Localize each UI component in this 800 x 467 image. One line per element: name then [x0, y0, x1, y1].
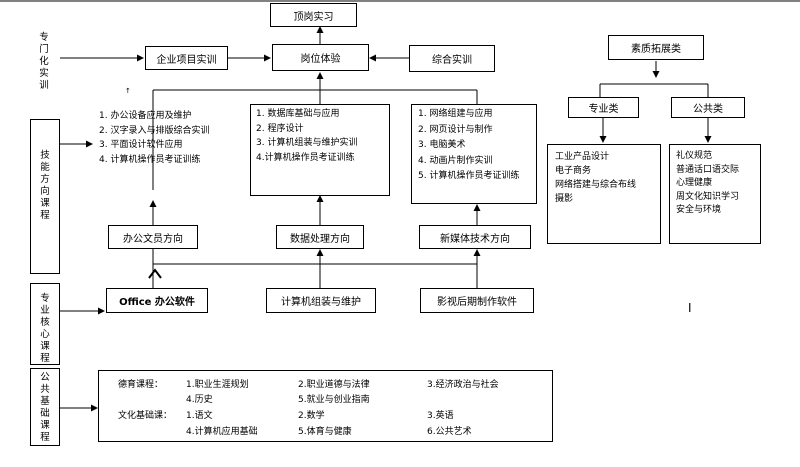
list-item: 1. 数据库基础与应用	[256, 109, 340, 119]
list-item: 工业产品设计	[555, 152, 610, 162]
office-clerk-direction-box: 办公文员方向	[108, 225, 198, 249]
list-item: 安全与环境	[676, 205, 722, 215]
course-item: 3.经济政治与社会	[427, 380, 499, 390]
list-item: 礼仪规范	[676, 151, 713, 161]
list-item: 2. 汉字录入与排版综合实训	[99, 125, 210, 136]
list-item: 5. 计算机操作员考证训练	[418, 171, 520, 181]
list-item: 周文化知识学习	[676, 191, 740, 202]
media-skill-list: 1. 网络组建与应用 2. 网页设计与制作 3. 电脑美术 4. 动画片制作实训…	[418, 107, 519, 185]
computer-assembly-box: 计算机组装与维护	[266, 288, 376, 313]
data-skill-list: 1. 数据库基础与应用 2. 程序设计 3. 计算机组装与维护实训 4.计算机操…	[256, 107, 357, 165]
course-item: 4.计算机应用基础	[186, 427, 258, 437]
comprehensive-training-box: 综合实训	[409, 45, 495, 72]
post-internship-box: 顶岗实习	[270, 3, 357, 27]
list-item: 1. 网络组建与应用	[418, 109, 493, 119]
quality-expansion-box: 素质拓展类	[608, 35, 704, 60]
job-experience-box: 岗位体验	[272, 44, 369, 71]
data-processing-direction-box: 数据处理方向	[276, 225, 364, 249]
course-item: 2.数学	[298, 411, 325, 421]
professional-category-box: 专业类	[568, 97, 639, 118]
label-public-base-courses: 公共基础课程	[40, 372, 50, 443]
public-category-box: 公共类	[671, 97, 745, 118]
course-item: 5.就业与创业指南	[298, 395, 370, 405]
list-item: 2. 网页设计与制作	[418, 124, 493, 135]
label-professional-core-courses: 专业核心课程	[40, 293, 50, 364]
list-item: 4.计算机操作员考证训练	[256, 152, 355, 163]
course-item: 2.职业道德与法律	[298, 380, 370, 390]
list-item: 2. 程序设计	[256, 123, 304, 134]
new-media-direction-box: 新媒体技术方向	[419, 225, 531, 249]
list-item: 心理健康	[676, 178, 713, 188]
list-item: 4. 计算机操作员考证训练	[99, 154, 201, 165]
enterprise-project-training-box: 企业项目实训	[145, 46, 228, 70]
course-item: 5.体育与健康	[298, 427, 352, 437]
moral-courses-label: 德育课程：	[118, 380, 164, 390]
data-skill-box	[250, 104, 390, 196]
video-post-production-box: 影视后期制作软件	[420, 288, 534, 313]
skill-direction-label-box	[30, 119, 60, 274]
tiny-up-arrow-icon: ↑	[125, 87, 131, 95]
public-items-list: 礼仪规范 普通话口语交际 心理健康 周文化知识学习 安全与环境	[676, 150, 739, 218]
public-items-box	[669, 144, 761, 244]
list-item: 3. 计算机组装与维护实训	[256, 138, 358, 148]
media-skill-box	[411, 104, 537, 204]
label-specialized-training: 专门化实训	[39, 32, 49, 91]
office-skill-list: 1. 办公设备应用及维护 2. 汉字录入与排版综合实训 3. 平面设计软件应用 …	[99, 109, 209, 167]
list-item: 3. 电脑美术	[418, 140, 466, 150]
culture-courses-label: 文化基础课：	[118, 411, 173, 421]
text-cursor-icon: I	[688, 301, 692, 315]
course-item: 3.英语	[427, 411, 454, 421]
label-skill-direction-courses: 技能方向课程	[40, 150, 50, 221]
list-item: 3. 平面设计软件应用	[99, 140, 183, 150]
list-item: 4. 动画片制作实训	[418, 155, 493, 166]
course-item: 1.语文	[186, 411, 213, 421]
public-label-box	[30, 368, 60, 446]
list-item: 1. 办公设备应用及维护	[99, 111, 192, 121]
list-item: 摄影	[555, 194, 574, 204]
office-software-box: Office 办公软件	[106, 288, 208, 313]
professional-items-list: 工业产品设计 电子商务 网络搭建与综合布线 摄影	[555, 150, 636, 206]
list-item: 电子商务	[555, 166, 592, 176]
list-item: 普通话口语交际	[676, 164, 740, 175]
public-courses-box	[98, 370, 553, 442]
course-item: 6.公共艺术	[427, 427, 472, 437]
professional-items-box	[547, 144, 661, 244]
core-label-box	[30, 283, 60, 365]
course-item: 1.职业生涯规划	[186, 380, 249, 390]
course-item: 4.历史	[186, 395, 213, 405]
list-item: 网络搭建与综合布线	[555, 180, 637, 190]
